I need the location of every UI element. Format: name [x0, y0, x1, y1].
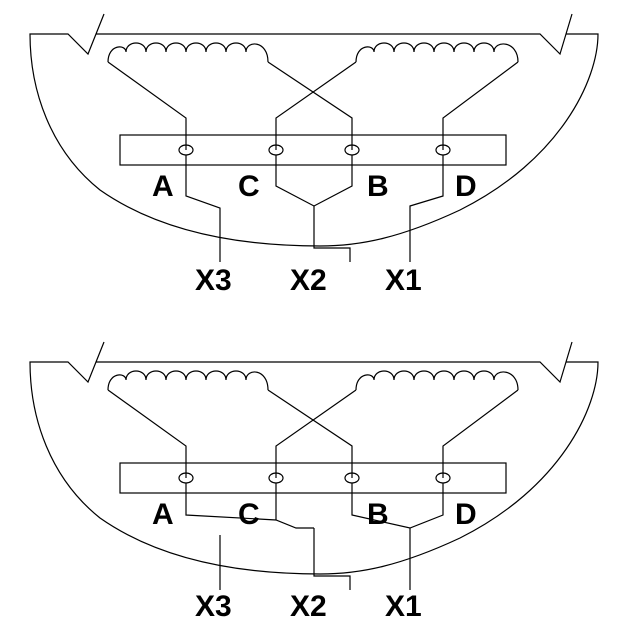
lead-b — [267, 61, 353, 150]
wire-x2-drop — [313, 206, 351, 262]
output-label-x3: X3 — [195, 590, 232, 623]
diagram-bottom: A C B D X3 X2 X1 — [29, 341, 599, 623]
wire-x3 — [185, 155, 221, 262]
terminal-label-d: D — [455, 498, 477, 531]
output-label-x1: X1 — [385, 590, 422, 623]
terminal-label-b: B — [367, 498, 389, 531]
terminal-label-a: A — [152, 170, 174, 203]
lead-c — [275, 389, 357, 478]
terminal-label-c: C — [238, 498, 260, 531]
tank-outline — [29, 341, 599, 575]
wire-x1 — [409, 155, 444, 262]
lead-a — [107, 389, 187, 478]
terminal-label-c: C — [238, 170, 260, 203]
lead-a — [107, 61, 187, 150]
coil-right — [355, 370, 519, 391]
wire-x2 — [313, 528, 351, 590]
lead-d — [442, 389, 519, 478]
terminal-label-d: D — [455, 170, 477, 203]
terminal-board — [119, 134, 507, 166]
lead-c — [275, 61, 357, 150]
output-label-x2: X2 — [290, 264, 327, 297]
lead-b — [267, 389, 353, 478]
output-label-x3: X3 — [195, 264, 232, 297]
diagram-top: A C B D X3 X2 X1 — [29, 13, 599, 297]
coil-left — [107, 42, 269, 63]
output-label-x2: X2 — [290, 590, 327, 623]
coil-right — [355, 42, 519, 63]
terminal-board — [119, 462, 507, 494]
output-label-x1: X1 — [385, 264, 422, 297]
wire-x2 — [275, 155, 353, 207]
wire-b-d — [351, 483, 444, 529]
terminal-label-a: A — [152, 498, 174, 531]
coil-left — [107, 370, 269, 391]
terminal-label-b: B — [367, 170, 389, 203]
lead-d — [442, 61, 519, 150]
tank-outline — [29, 13, 599, 247]
